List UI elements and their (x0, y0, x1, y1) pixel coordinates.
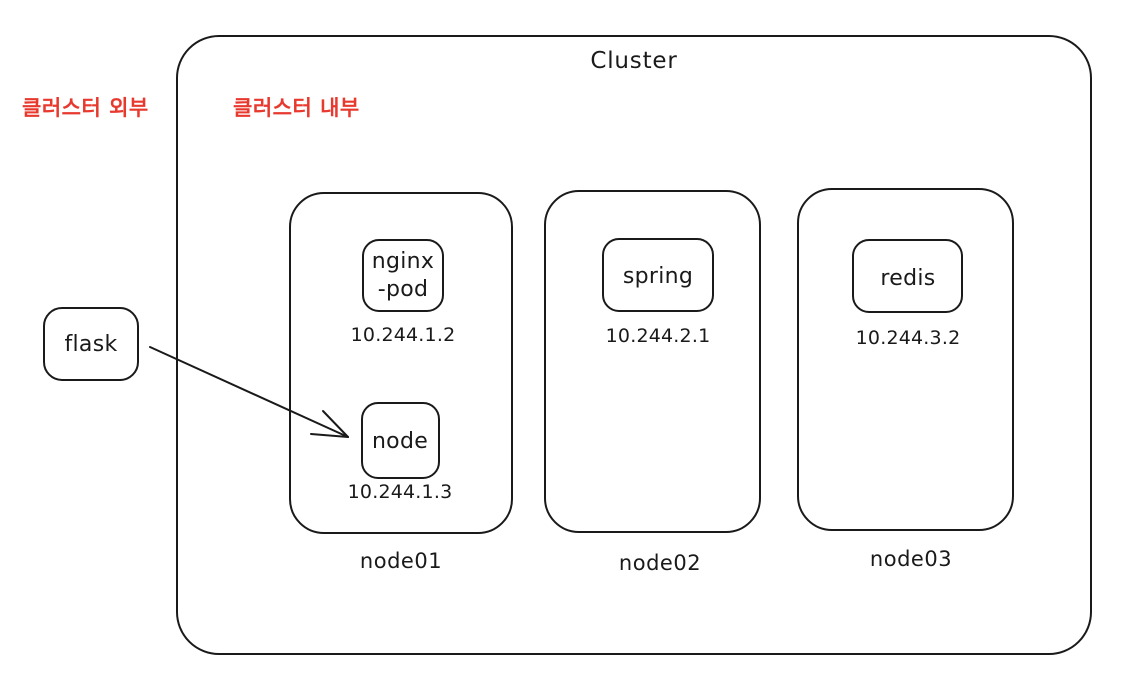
inside-cluster-label: 클러스터 내부 (233, 96, 360, 120)
pod-redis: redis 10.244.3.2 (852, 239, 963, 349)
pod-spring-ip: 10.244.2.1 (606, 325, 711, 347)
node-box-node03: redis 10.244.3.2 (797, 188, 1014, 531)
pod-spring-label-line1: spring (623, 264, 693, 289)
pod-spring-box (602, 238, 714, 312)
flask-box (43, 307, 139, 381)
node03-label: node03 (870, 547, 952, 571)
node01-container (289, 192, 513, 534)
node-box-node02: spring 10.244.2.1 (544, 190, 761, 533)
arrow-flask-to-node (149, 346, 349, 438)
node01-label: node01 (360, 549, 442, 573)
flask-label: flask (64, 332, 117, 357)
node-box-node01: nginx -pod 10.244.1.2 node 10.244.1.3 (289, 192, 513, 534)
pod-node-label-line1: node (372, 429, 428, 454)
pod-node-ip: 10.244.1.3 (348, 481, 453, 503)
node03-container (797, 188, 1014, 531)
arrow-head-barb-lower (310, 433, 349, 438)
pod-redis-label-line1: redis (880, 266, 935, 291)
node02-container (544, 190, 761, 533)
pod-node: node 10.244.1.3 (348, 402, 453, 503)
node02-label: node02 (619, 551, 701, 575)
pod-nginx-pod-label-line2: -pod (378, 277, 429, 302)
pod-nginx-pod-ip: 10.244.1.2 (351, 324, 456, 346)
outside-cluster-label: 클러스터 외부 (22, 96, 149, 120)
pod-redis-box (852, 239, 963, 313)
arrow-shaft (149, 346, 349, 438)
pod-nginx-pod-label-line1: nginx (372, 249, 434, 274)
pod-nginx-pod: nginx -pod 10.244.1.2 (351, 239, 456, 346)
cluster-title: Cluster (590, 48, 677, 74)
pod-redis-ip: 10.244.3.2 (856, 327, 961, 349)
cluster-boundary-box (176, 35, 1092, 655)
pod-spring: spring 10.244.2.1 (602, 238, 714, 347)
pod-node-box (361, 402, 440, 479)
pod-nginx-pod-box (362, 239, 444, 312)
arrow-head-barb-upper (322, 410, 349, 438)
external-client-flask: flask (43, 307, 139, 381)
